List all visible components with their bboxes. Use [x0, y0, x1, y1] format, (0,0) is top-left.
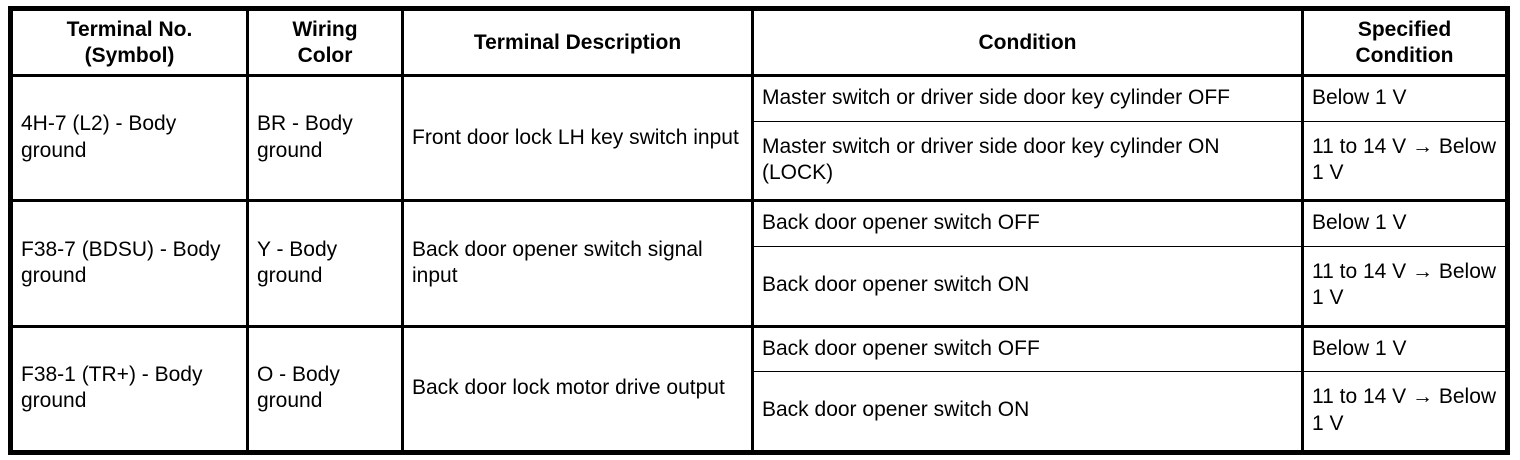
column-header-terminal-no-line2: (Symbol) — [84, 43, 175, 67]
cell-terminal-no: F38-1 (TR+) - Body ground — [10, 326, 249, 453]
column-header-terminal-description-line1: Terminal Description — [473, 30, 682, 54]
table-row: F38-7 (BDSU) - Body ground Y - Body grou… — [10, 200, 1508, 328]
cell-specified-condition: Below 1 V — [1302, 326, 1508, 373]
cell-specified-condition: Below 1 V — [1302, 75, 1508, 122]
column-header-specified-condition-line2: Condition — [1355, 43, 1454, 67]
column-header-specified-condition: Specified Condition — [1302, 8, 1508, 78]
cell-terminal-description: Front door lock LH key switch input — [402, 75, 754, 203]
table-row: 4H-7 (L2) - Body ground BR - Body ground… — [10, 75, 1508, 203]
column-header-terminal-description: Terminal Description — [402, 8, 754, 78]
table-row: Master switch or driver side door key cy… — [11, 121, 1508, 203]
cell-terminal-description: Back door lock motor drive output — [402, 326, 754, 453]
column-header-terminal-no-line1: Terminal No. — [66, 18, 193, 41]
column-header-specified-condition-line1: Specified — [1357, 18, 1452, 41]
column-header-terminal-no: Terminal No. (Symbol) — [10, 8, 249, 78]
column-header-wiring-color: Wiring Color — [247, 8, 404, 78]
column-header-wiring-color-line2: Color — [297, 43, 353, 67]
cell-wiring-color: BR - Body ground — [247, 75, 404, 203]
cell-terminal-no: 4H-7 (L2) - Body ground — [10, 75, 249, 203]
terminal-specification-table: Terminal No. (Symbol) Wiring Color Termi… — [8, 6, 1510, 455]
cell-condition: Back door opener switch OFF — [752, 326, 1304, 373]
cell-terminal-description: Back door opener switch signal input — [402, 200, 754, 328]
cell-wiring-color: O - Body ground — [247, 326, 404, 453]
table-header: Terminal No. (Symbol) Wiring Color Termi… — [10, 8, 1508, 78]
cell-condition: Back door opener switch OFF — [752, 200, 1304, 247]
cell-condition: Master switch or driver side door key cy… — [752, 75, 1304, 122]
cell-wiring-color: Y - Body ground — [247, 200, 404, 328]
cell-terminal-no: F38-7 (BDSU) - Body ground — [10, 200, 249, 328]
column-header-condition-line1: Condition — [978, 30, 1077, 54]
column-header-condition: Condition — [752, 8, 1304, 78]
header-row: Terminal No. (Symbol) Wiring Color Termi… — [10, 8, 1508, 78]
cell-condition: Back door opener switch ON — [752, 246, 1304, 328]
table-body: 4H-7 (L2) - Body ground BR - Body ground… — [10, 75, 1508, 453]
table-row: Back door opener switch ON 11 to 14 V → … — [11, 246, 1508, 328]
cell-condition: Back door opener switch ON — [752, 371, 1304, 453]
table-row: F38-1 (TR+) - Body ground O - Body groun… — [10, 326, 1508, 453]
cell-specified-condition: Below 1 V — [1302, 200, 1508, 247]
cell-specified-condition: 11 to 14 V → Below 1 V — [1302, 121, 1508, 203]
cell-condition: Master switch or driver side door key cy… — [752, 121, 1304, 203]
column-header-wiring-color-line1: Wiring — [292, 18, 358, 41]
cell-specified-condition: 11 to 14 V → Below 1 V — [1312, 385, 1497, 435]
cell-specified-condition: 11 to 14 V → Below 1 V — [1302, 246, 1508, 328]
table-row: Back door opener switch ON 11 to 14 V → … — [11, 371, 1508, 453]
